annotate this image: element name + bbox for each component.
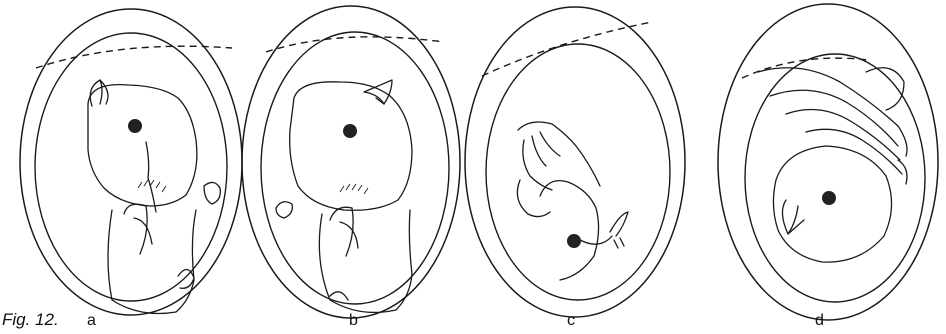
embryo [88, 80, 220, 314]
embryo [517, 122, 628, 280]
eggshell-outline [242, 6, 460, 318]
panel-letter-c: c [567, 312, 575, 329]
embryo-eye [343, 124, 357, 138]
embryo-eye [128, 119, 142, 133]
inner-membrane [486, 44, 670, 300]
panel-b-egg [242, 6, 460, 318]
panel-letter-d: d [815, 312, 824, 329]
embryo [758, 68, 907, 262]
panel-a-egg [20, 9, 242, 315]
inner-membrane [745, 54, 925, 302]
panel-letter-a: a [87, 312, 96, 329]
panel-c-egg [465, 7, 685, 317]
figure-caption: Fig. 12. [2, 310, 59, 329]
inner-membrane [261, 32, 449, 304]
eggshell-outline [465, 7, 685, 317]
panel-d-egg [718, 4, 938, 320]
embryo-eye [567, 234, 581, 248]
eggshell-outline [718, 4, 938, 320]
eggshell-outline [20, 9, 242, 315]
air-cell-line [482, 22, 652, 76]
inner-membrane [35, 33, 227, 301]
air-cell-line [36, 46, 232, 68]
embryo [276, 80, 412, 312]
panel-letter-b: b [349, 312, 358, 329]
embryo-eye [822, 191, 836, 205]
